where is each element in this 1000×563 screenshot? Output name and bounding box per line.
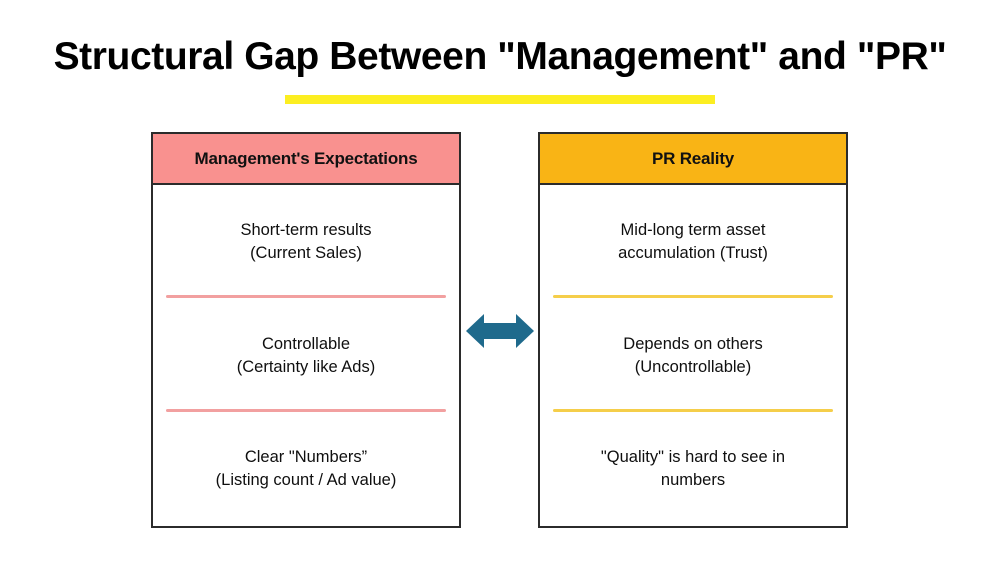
pr-row-1-line1: Mid-long term asset xyxy=(620,220,766,239)
pr-divider-2 xyxy=(553,409,833,412)
pr-row-2-line2: (Uncontrollable) xyxy=(634,357,752,376)
management-row-3-text: Clear "Numbers” (Listing count / Ad valu… xyxy=(216,446,397,492)
pr-row-1: Mid-long term asset accumulation (Trust) xyxy=(540,185,846,299)
management-row-3-line2: (Listing count / Ad value) xyxy=(215,471,397,490)
management-divider-1 xyxy=(166,295,446,298)
pr-row-3-text: "Quality" is hard to see in numbers xyxy=(601,446,785,492)
pr-row-2: Depends on others (Uncontrollable) xyxy=(540,299,846,413)
management-row-1-text: Short-term results (Current Sales) xyxy=(240,219,371,265)
management-row-2: Controllable (Certainty like Ads) xyxy=(153,299,459,413)
management-row-3: Clear "Numbers” (Listing count / Ad valu… xyxy=(153,412,459,526)
panel-management-expectations: Management's Expectations Short-term res… xyxy=(151,132,461,528)
pr-divider-1 xyxy=(553,295,833,298)
management-row-3-line1: Clear "Numbers” xyxy=(244,448,368,467)
pr-row-2-line1: Depends on others xyxy=(623,334,763,353)
management-divider-2 xyxy=(166,409,446,412)
double-headed-arrow-icon xyxy=(466,312,534,350)
management-row-2-text: Controllable (Certainty like Ads) xyxy=(237,333,375,379)
pr-row-3-line1: "Quality" is hard to see in xyxy=(600,448,786,467)
management-row-1: Short-term results (Current Sales) xyxy=(153,185,459,299)
panel-pr-body: Mid-long term asset accumulation (Trust)… xyxy=(540,185,846,526)
title-underline-highlight xyxy=(285,95,715,104)
management-row-1-line2: (Current Sales) xyxy=(250,243,362,262)
management-row-2-line2: (Certainty like Ads) xyxy=(236,357,376,376)
pr-row-3-line2: numbers xyxy=(660,471,726,490)
page-title: Structural Gap Between "Management" and … xyxy=(53,35,947,78)
management-row-2-line1: Controllable xyxy=(261,334,351,353)
pr-row-2-text: Depends on others (Uncontrollable) xyxy=(623,333,762,379)
panel-pr-reality: PR Reality Mid-long term asset accumulat… xyxy=(538,132,848,528)
management-row-1-line1: Short-term results xyxy=(240,220,372,239)
panel-management-body: Short-term results (Current Sales) Contr… xyxy=(153,185,459,526)
panel-management-header: Management's Expectations xyxy=(153,134,459,185)
panel-pr-header: PR Reality xyxy=(540,134,846,185)
pr-row-3: "Quality" is hard to see in numbers xyxy=(540,412,846,526)
pr-row-1-text: Mid-long term asset accumulation (Trust) xyxy=(618,219,768,265)
pr-row-1-line2: accumulation (Trust) xyxy=(618,243,768,262)
